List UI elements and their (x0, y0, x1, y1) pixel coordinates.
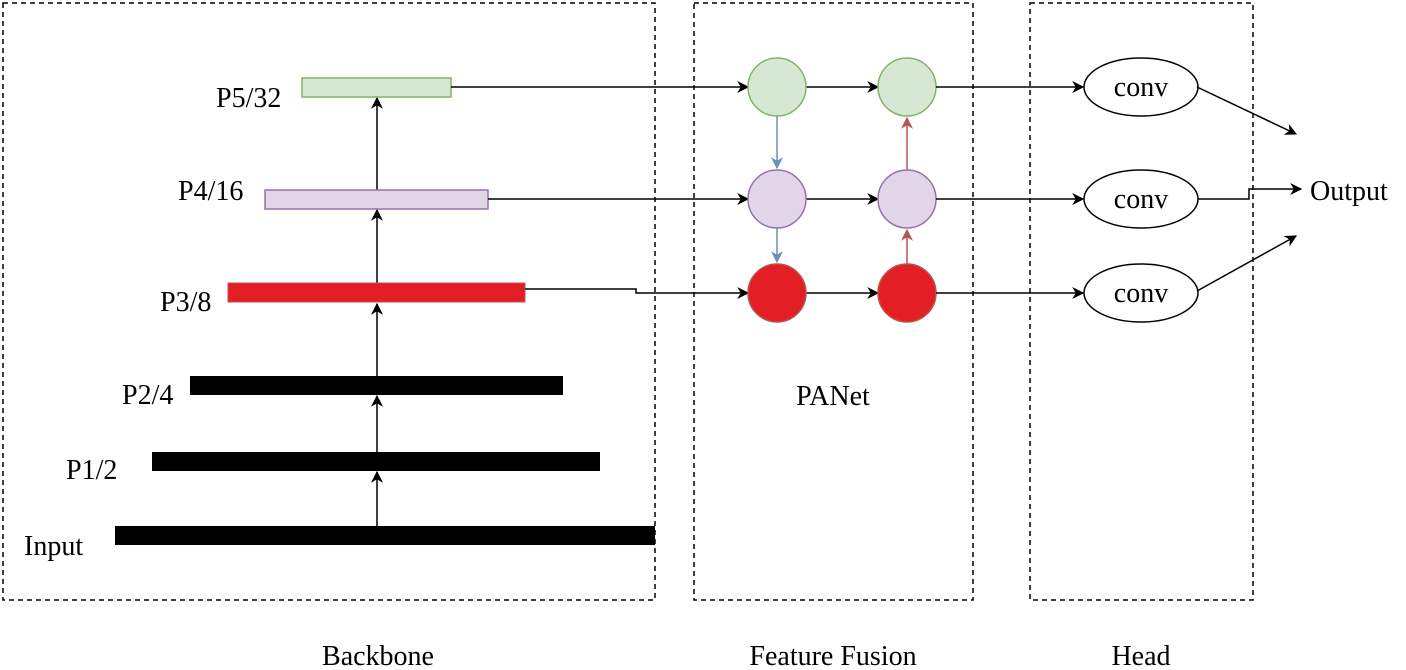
panet-label: PANet (796, 381, 870, 412)
panet-arrows (771, 81, 913, 299)
panet-node-p3-right (877, 263, 937, 323)
bar-input (115, 526, 655, 545)
arrow-conv-mid-to-output (1198, 183, 1303, 200)
bar-p1 (152, 452, 600, 471)
conv-label-bottom: conv (1114, 278, 1168, 309)
feature-fusion-section-box (693, 2, 974, 601)
bar-p5 (301, 77, 452, 98)
head-section-box (1029, 2, 1254, 601)
section-label-feature-fusion: Feature Fusion (749, 641, 916, 670)
section-label-head: Head (1111, 641, 1170, 670)
panet-node-p4-left (747, 169, 807, 229)
label-input: Input (24, 531, 83, 562)
label-p2: P2/4 (122, 380, 173, 411)
label-p5: P5/32 (216, 83, 281, 114)
output-label: Output (1310, 176, 1388, 207)
panet-node-p4-right (877, 169, 937, 229)
panet-node-p5-right (877, 57, 937, 117)
conv-label-top: conv (1114, 72, 1168, 103)
label-p3: P3/8 (160, 287, 211, 318)
arrow-conv-top-to-output (1196, 86, 1298, 135)
connector-p3 (525, 287, 750, 299)
fusion-to-head-arrows (936, 81, 1085, 299)
bar-p4 (264, 189, 489, 210)
panet-node-p3-left (747, 263, 807, 323)
head-to-output-arrows (1196, 86, 1303, 292)
label-p4: P4/16 (178, 176, 243, 207)
bar-p2 (190, 376, 563, 395)
panet-node-p5-left (747, 57, 807, 117)
conv-label-mid: conv (1114, 184, 1168, 215)
bar-p3 (227, 282, 526, 303)
backbone-to-fusion-connectors (451, 81, 750, 299)
label-p1: P1/2 (66, 455, 117, 486)
backbone-section-box (2, 2, 656, 601)
conv-node-bottom (1083, 263, 1199, 323)
arrow-conv-bottom-to-output (1196, 235, 1298, 292)
section-label-backbone: Backbone (322, 641, 434, 670)
